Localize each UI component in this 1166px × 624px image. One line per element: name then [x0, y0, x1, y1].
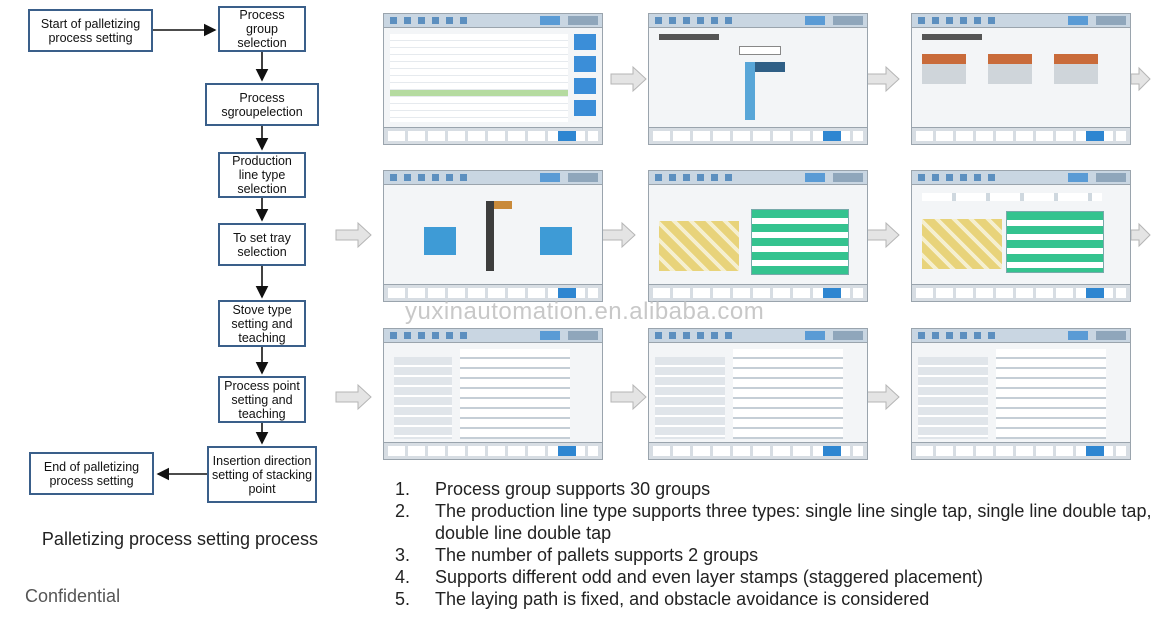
note-number: 4.	[395, 567, 411, 587]
note-number: 5.	[395, 589, 411, 609]
flow-title: Palletizing process setting process	[41, 529, 319, 549]
screen-arrow-r1c	[1130, 66, 1151, 92]
screen-arrow-r3c	[863, 383, 900, 411]
hmi-screen-tray-select	[383, 170, 603, 302]
screen-content	[918, 191, 1124, 279]
flow-step-4: To set tray selection	[218, 223, 306, 266]
note-number: 2.	[395, 501, 411, 521]
status-bar	[649, 329, 867, 343]
note-number: 3.	[395, 545, 411, 565]
note-item: 3. The number of pallets supports 2 group…	[395, 544, 1155, 566]
hmi-screen-insert-dir-2	[648, 328, 868, 460]
tab-bar	[649, 442, 867, 459]
confidential-label: Confidential	[25, 586, 121, 606]
flow-end-box: End of palletizing process setting	[29, 452, 154, 495]
tab-bar	[384, 284, 602, 301]
flow-step-5: Stove type setting and teaching	[218, 300, 306, 347]
flow-end-label: End of palletizing process setting	[43, 459, 140, 488]
flow-step-label: To set tray selection	[233, 230, 291, 259]
screen-content	[655, 191, 861, 279]
status-bar	[912, 171, 1130, 185]
flow-step-label: Production line type selection	[232, 154, 292, 196]
flow-start-label: Start of palletizing process setting	[40, 16, 141, 45]
screen-arrow-r2d	[1130, 222, 1151, 248]
status-bar	[912, 329, 1130, 343]
screen-content	[390, 34, 568, 122]
status-bar	[384, 171, 602, 185]
status-bar	[384, 329, 602, 343]
tab-bar	[384, 442, 602, 459]
flow-step-7: Insertion direction setting of stacking …	[207, 446, 317, 503]
flow-step-1: Process group selection	[218, 6, 306, 52]
flow-step-3: Production line type selection	[218, 152, 306, 198]
hmi-screen-product-name	[648, 13, 868, 145]
screen-content	[655, 34, 861, 122]
status-bar	[649, 14, 867, 28]
note-text: The laying path is fixed, and obstacle a…	[435, 589, 930, 609]
tab-bar	[912, 442, 1130, 459]
flow-step-label: Insertion direction setting of stacking …	[211, 453, 313, 496]
note-item: 5. The laying path is fixed, and obstacle…	[395, 588, 1155, 610]
flow-step-label: Process group selection	[237, 8, 287, 50]
hmi-screen-point-teach	[911, 170, 1131, 302]
hmi-screen-insert-dir-1	[383, 328, 603, 460]
note-number: 1.	[395, 479, 411, 499]
tab-bar	[649, 127, 867, 144]
note-item: 1. Process group supports 30 groups	[395, 478, 1155, 500]
hmi-screen-group-list	[383, 13, 603, 145]
tab-bar	[912, 127, 1130, 144]
note-item: 4. Supports different odd and even layer …	[395, 566, 1155, 588]
screen-content	[655, 349, 861, 439]
screen-arrow-r2b	[599, 221, 636, 249]
flow-step-2: Process sgroupelection	[205, 83, 319, 126]
note-text: Process group supports 30 groups	[435, 479, 711, 499]
screen-arrow-r2c	[863, 221, 900, 249]
tab-bar	[912, 284, 1130, 301]
status-bar	[649, 171, 867, 185]
feature-notes: 1. Process group supports 30 groups 2. The…	[395, 478, 1155, 610]
note-item: 2. The production line type supports thre…	[395, 500, 1155, 544]
screen-arrow-r3b	[610, 383, 647, 411]
screen-arrow-r1a	[610, 65, 647, 93]
note-text: The number of pallets supports 2 groups	[435, 545, 759, 565]
flow-step-label: Stove type setting and teaching	[231, 302, 293, 345]
tab-bar	[649, 284, 867, 301]
flow-step-6: Process point setting and teaching	[218, 376, 306, 423]
note-text: The production line type supports three …	[435, 501, 1152, 543]
flow-step-label: Process sgroupelection	[221, 90, 303, 119]
screen-content	[390, 191, 596, 279]
watermark: yuxinautomation.en.alibaba.com	[405, 298, 765, 325]
screen-content	[918, 349, 1124, 439]
screen-arrow-r2a	[335, 221, 372, 249]
hmi-screen-line-type	[911, 13, 1131, 145]
status-bar	[384, 14, 602, 28]
hmi-screen-insert-dir-3	[911, 328, 1131, 460]
screen-arrow-r3a	[335, 383, 372, 411]
screen-content	[918, 34, 1124, 122]
flow-start-box: Start of palletizing process setting	[28, 9, 153, 52]
note-text: Supports different odd and even layer st…	[435, 567, 983, 587]
screen-content	[390, 349, 596, 439]
flow-step-label: Process point setting and teaching	[224, 378, 300, 421]
tab-bar	[384, 127, 602, 144]
status-bar	[912, 14, 1130, 28]
hmi-screen-stack-type	[648, 170, 868, 302]
screen-arrow-r1b	[863, 65, 900, 93]
